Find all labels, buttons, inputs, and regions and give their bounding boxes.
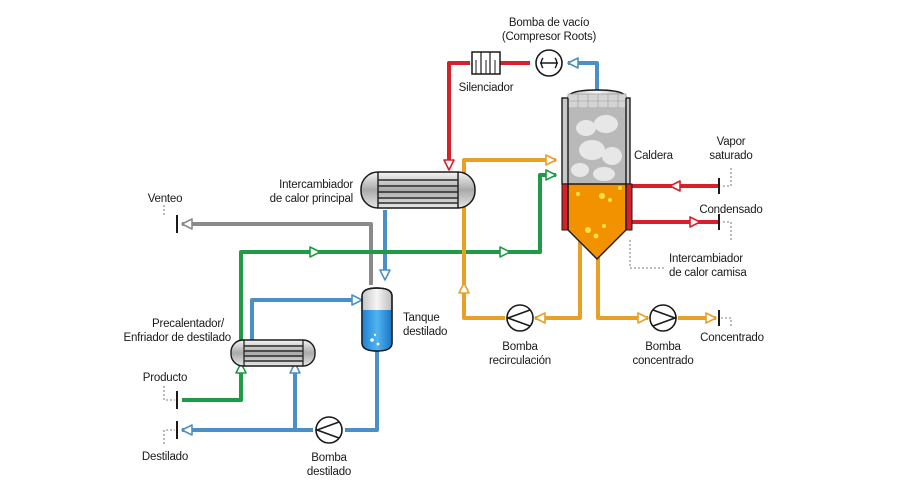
arrow-icon: [567, 57, 579, 69]
arrow-icon: [351, 294, 363, 306]
vapor-pipe-to-pump: [568, 61, 599, 93]
concentrate-pump-icon: [649, 304, 678, 332]
label-dist-pump-sub: destilado: [307, 466, 351, 478]
label-vacuum-pump-sub: (Compresor Roots): [502, 31, 597, 43]
flow-arrows: [181, 57, 717, 436]
vapor-pipe-to-hx: [447, 61, 530, 168]
label-product: Producto: [143, 372, 187, 384]
label-condensate: Condensado: [699, 204, 762, 216]
label-vacuum-pump: Bomba de vacío: [509, 17, 589, 29]
leader-lines: [163, 168, 732, 444]
arrow-icon: [235, 362, 247, 374]
label-distillate: Destilado: [142, 451, 188, 463]
arrow-icon: [181, 218, 193, 230]
label-boiler: Caldera: [634, 150, 674, 162]
arrow-icon: [545, 154, 557, 166]
label-concentrate: Concentrado: [700, 332, 764, 344]
distillate-pump-icon: [314, 416, 343, 444]
label-jacket-hx: Intercambiador: [669, 253, 743, 265]
distillate-tank: [361, 287, 393, 352]
recirculation-pump-icon: [505, 304, 534, 332]
label-tank: Tanque: [403, 312, 440, 324]
arrow-icon: [379, 269, 391, 281]
arrow-icon: [309, 246, 321, 258]
silencer: [471, 51, 501, 75]
vent-pipe: [182, 222, 373, 285]
label-main-hx-sub: de calor principal: [270, 193, 353, 205]
label-tank-sub: destilado: [403, 326, 447, 338]
preheater-heat-exchanger: [230, 339, 316, 367]
arrow-icon: [534, 312, 546, 324]
label-jacket-hx-sub: de calor camisa: [669, 267, 747, 279]
arrow-icon: [499, 246, 511, 258]
label-preheater-sub: Enfriador de destilado: [124, 332, 231, 344]
arrow-icon: [443, 159, 455, 171]
label-steam: Vapor: [717, 136, 746, 148]
label-steam-sub: saturado: [709, 150, 752, 162]
label-vent: Venteo: [148, 193, 183, 205]
label-silencer: Silenciador: [459, 82, 514, 94]
arrow-icon: [669, 180, 681, 192]
arrow-icon: [289, 362, 301, 374]
arrow-icon: [705, 312, 717, 324]
recirculation-pipe: [462, 158, 582, 320]
arrow-icon: [545, 169, 557, 181]
boiler: [561, 89, 633, 260]
pipe-terminals: [176, 178, 720, 439]
label-recirc-pump: Bomba: [502, 341, 538, 353]
labels: Bomba de vacío (Compresor Roots) Silenci…: [124, 17, 765, 478]
label-conc-pump: Bomba: [645, 341, 681, 353]
label-conc-pump-sub: concentrado: [632, 355, 693, 367]
label-preheater: Precalentador/: [152, 318, 225, 330]
arrow-icon: [181, 424, 193, 436]
arrow-icon: [689, 216, 701, 228]
main-heat-exchanger: [360, 171, 476, 209]
distillate-pipe: [182, 298, 379, 432]
arrow-icon: [637, 312, 649, 324]
label-dist-pump: Bomba: [311, 452, 347, 464]
vacuum-pump-icon: [535, 49, 563, 77]
label-main-hx: Intercambiador: [279, 179, 353, 191]
arrow-icon: [458, 282, 470, 294]
label-recirc-pump-sub: recirculación: [489, 355, 551, 367]
